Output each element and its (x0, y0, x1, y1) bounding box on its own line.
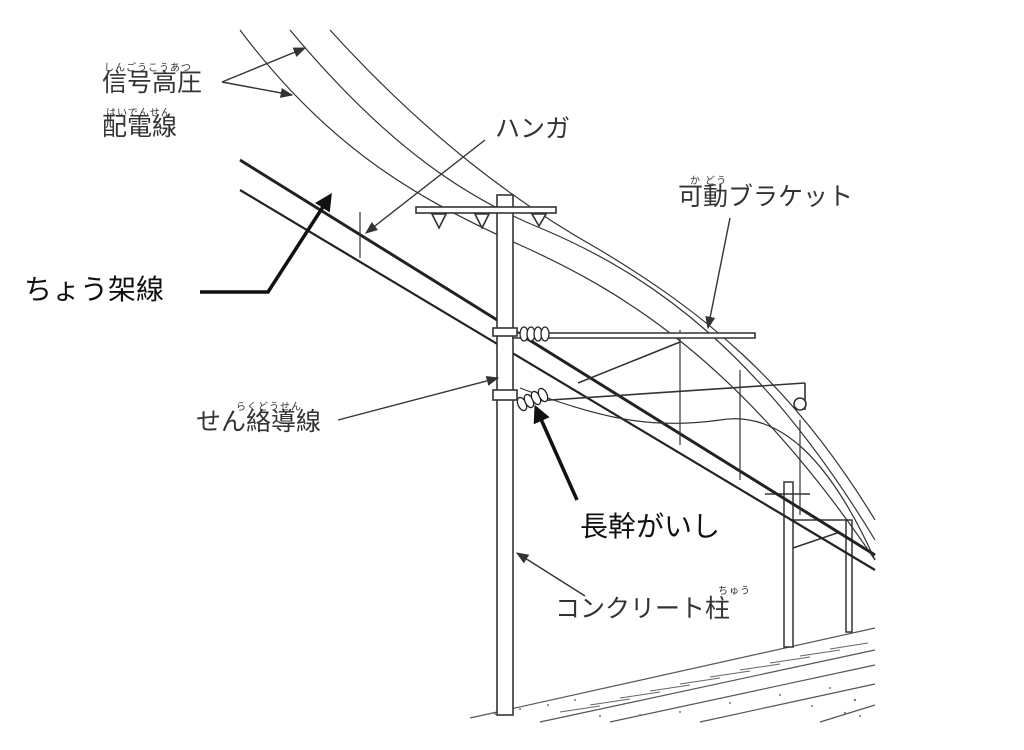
bold-arrows (200, 193, 579, 501)
contact-wire-label: せん絡導線 (196, 407, 322, 436)
distribution-ruby: はいでんせん (106, 108, 172, 119)
movable-bracket-ruby: か どう (690, 176, 728, 187)
messenger-wire-label: ちょう架線 (24, 273, 165, 306)
insulator-label: 長幹がいし (580, 510, 721, 543)
contact-wire-ruby: らくどうせん (236, 402, 302, 413)
signal-hv-label: 信号高圧 (102, 68, 203, 97)
messenger-wire (239, 158, 876, 557)
signal-hv-ruby: しんごうこうあつ (104, 63, 192, 74)
distant-poles (765, 481, 853, 648)
distribution-wires (239, 29, 876, 561)
contact-wire (239, 189, 876, 571)
concrete-pole-label: コンクリート柱 (555, 594, 731, 623)
catenary-sag (519, 387, 876, 561)
distribution-label: 配電線 (102, 112, 178, 141)
concrete-pole (415, 194, 807, 716)
long-rod-insulators (516, 326, 550, 412)
movable-bracket-label: 可動ブラケット (678, 182, 854, 211)
hanger-label: ハンガ (495, 114, 571, 143)
track-ground (469, 627, 876, 723)
hangers (359, 212, 801, 515)
concrete-pole-ruby: ちゅう (718, 586, 751, 597)
annotation-arrows (221, 47, 731, 597)
